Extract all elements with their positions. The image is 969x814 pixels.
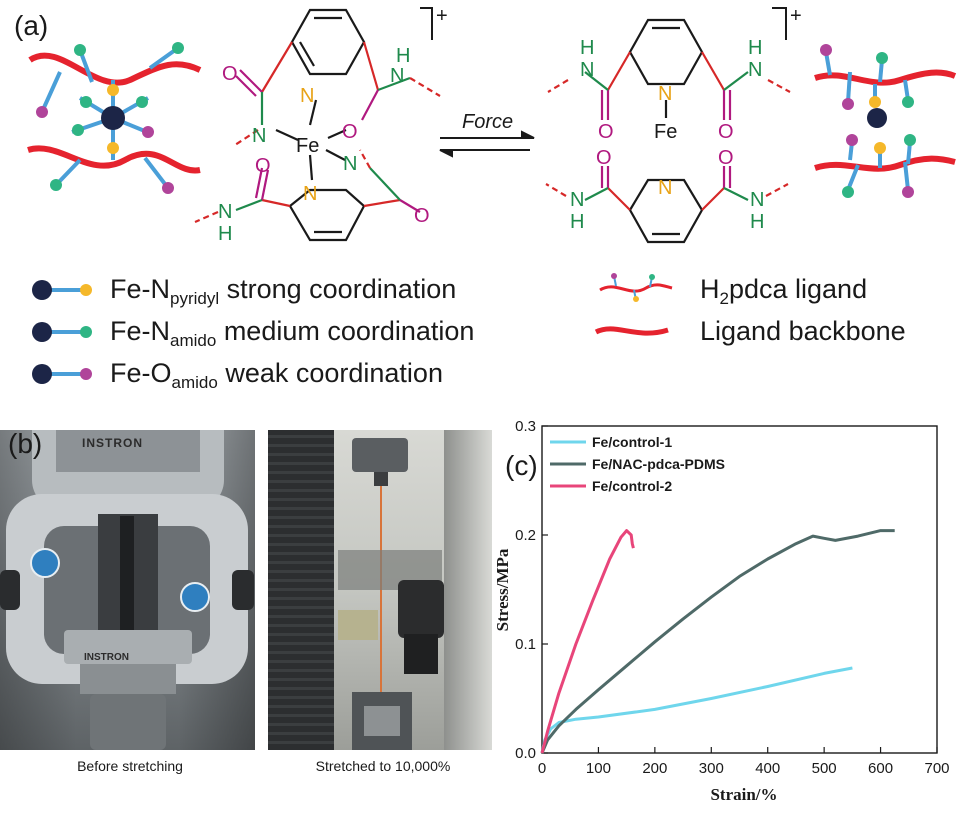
stress-strain-chart: 0 100 200 300 400 500 600 700 0.0 0.1 0.2 0.3 Fe/c… xyxy=(494,420,950,804)
fe-complex-right-bottom-atoms: O O N N H N H xyxy=(570,147,764,233)
svg-text:N: N xyxy=(218,201,232,223)
legend-symbol-pyridyl xyxy=(32,280,92,300)
series-line-1 xyxy=(540,529,895,754)
legend-label-0: Fe/control-1 xyxy=(592,434,672,450)
svg-text:N: N xyxy=(390,65,404,87)
charge-right: + xyxy=(790,5,802,27)
x-tick-label: 700 xyxy=(924,760,949,777)
plot-frame xyxy=(541,425,938,754)
left-network-cartoon xyxy=(27,42,202,194)
y-tick-label: 0.0 xyxy=(515,745,536,762)
svg-text:O: O xyxy=(414,205,430,227)
chart-legend: Fe/control-1Fe/NAC-pdca-PDMS Fe/control-2 xyxy=(550,434,725,494)
svg-text:N: N xyxy=(658,177,672,199)
panel-b-label: (b) xyxy=(8,428,43,459)
svg-text:N: N xyxy=(748,59,762,81)
svg-text:O: O xyxy=(718,121,734,143)
svg-text:H: H xyxy=(580,37,594,59)
svg-text:N: N xyxy=(303,183,317,205)
legend-symbol-ligand xyxy=(599,273,673,302)
svg-text:O: O xyxy=(222,63,238,85)
force-label: Force xyxy=(462,111,513,133)
equilibrium-arrows xyxy=(439,130,535,158)
legend-label-1: Fe/NAC-pdca-PDMS xyxy=(592,456,725,472)
series-line-0 xyxy=(540,666,853,754)
caption-before-stretching: Before stretching xyxy=(77,758,183,774)
svg-text:Fe: Fe xyxy=(296,135,319,157)
x-tick-label: 600 xyxy=(868,760,893,777)
svg-text:O: O xyxy=(342,121,358,143)
y-tick-label: 0.3 xyxy=(515,420,536,435)
x-tick-label: 300 xyxy=(699,760,724,777)
legend-item-amido-n: Fe-Namido medium coordination xyxy=(110,316,475,350)
legend-item-ligand: H2pdca ligand xyxy=(700,274,868,308)
svg-text:O: O xyxy=(718,147,734,169)
photo-stretched xyxy=(268,430,492,750)
y-tick-label: 0.1 xyxy=(515,636,536,653)
svg-text:H: H xyxy=(218,223,232,245)
panel-a-label: (a) xyxy=(14,10,49,41)
x-tick-label: 500 xyxy=(812,760,837,777)
svg-text:H: H xyxy=(396,45,410,67)
y-axis-ticks: 0.0 0.1 0.2 0.3 xyxy=(515,420,548,762)
caption-stretched: Stretched to 10,000% xyxy=(315,758,451,774)
fe-complex-right-bottom xyxy=(545,166,789,244)
svg-text:Fe: Fe xyxy=(654,121,677,143)
svg-text:N: N xyxy=(252,125,266,147)
series-layer xyxy=(540,529,895,754)
y-tick-label: 0.2 xyxy=(515,527,536,544)
fe-center-node xyxy=(101,106,125,130)
svg-text:N: N xyxy=(658,83,672,105)
legend-item-pyridyl: Fe-Npyridyl strong coordination xyxy=(110,274,457,308)
legend-symbol-amido-o xyxy=(32,364,92,384)
x-axis-label: Strain/% xyxy=(710,785,777,804)
x-tick-label: 200 xyxy=(642,760,667,777)
legend-item-backbone: Ligand backbone xyxy=(700,316,906,346)
svg-text:O: O xyxy=(255,155,271,177)
svg-text:N: N xyxy=(580,59,594,81)
right-chain-cartoon xyxy=(814,44,957,198)
fe-complex-right-top xyxy=(547,18,791,120)
photo-before-stretching: INSTRON INSTRON xyxy=(0,430,255,750)
svg-text:N: N xyxy=(570,189,584,211)
legend-symbol-backbone xyxy=(594,326,669,336)
svg-text:O: O xyxy=(598,121,614,143)
x-tick-label: 100 xyxy=(586,760,611,777)
svg-text:H: H xyxy=(750,211,764,233)
fe-free-node xyxy=(867,108,887,128)
svg-text:N: N xyxy=(343,153,357,175)
instron-label-top: INSTRON xyxy=(82,436,143,450)
panel-c-label: (c) xyxy=(505,450,538,481)
svg-text:N: N xyxy=(300,85,314,107)
instron-label-bottom: INSTRON xyxy=(84,652,129,663)
y-axis-label: Stress/MPa xyxy=(494,548,512,631)
fe-complex-left xyxy=(194,8,441,242)
fe-complex-left-atoms: N Fe N O O N H N O N N H O xyxy=(218,45,430,245)
fe-complex-right-top-atoms: N H N H N Fe O O xyxy=(580,37,762,143)
x-tick-label: 0 xyxy=(538,760,546,777)
panel-a-diagram: N Fe N O O N H N O N N H O + Force xyxy=(27,5,957,245)
legend-symbol-amido-n xyxy=(32,322,92,342)
svg-text:H: H xyxy=(748,37,762,59)
svg-text:H: H xyxy=(570,211,584,233)
legend-item-amido-o: Fe-Oamido weak coordination xyxy=(110,358,443,392)
svg-text:O: O xyxy=(596,147,612,169)
svg-text:N: N xyxy=(750,189,764,211)
series-line-2 xyxy=(540,529,635,754)
legend-label-2: Fe/control-2 xyxy=(592,478,672,494)
x-axis-ticks: 0 100 200 300 400 500 600 700 xyxy=(538,747,950,777)
x-tick-label: 400 xyxy=(755,760,780,777)
charge-left: + xyxy=(436,5,448,27)
